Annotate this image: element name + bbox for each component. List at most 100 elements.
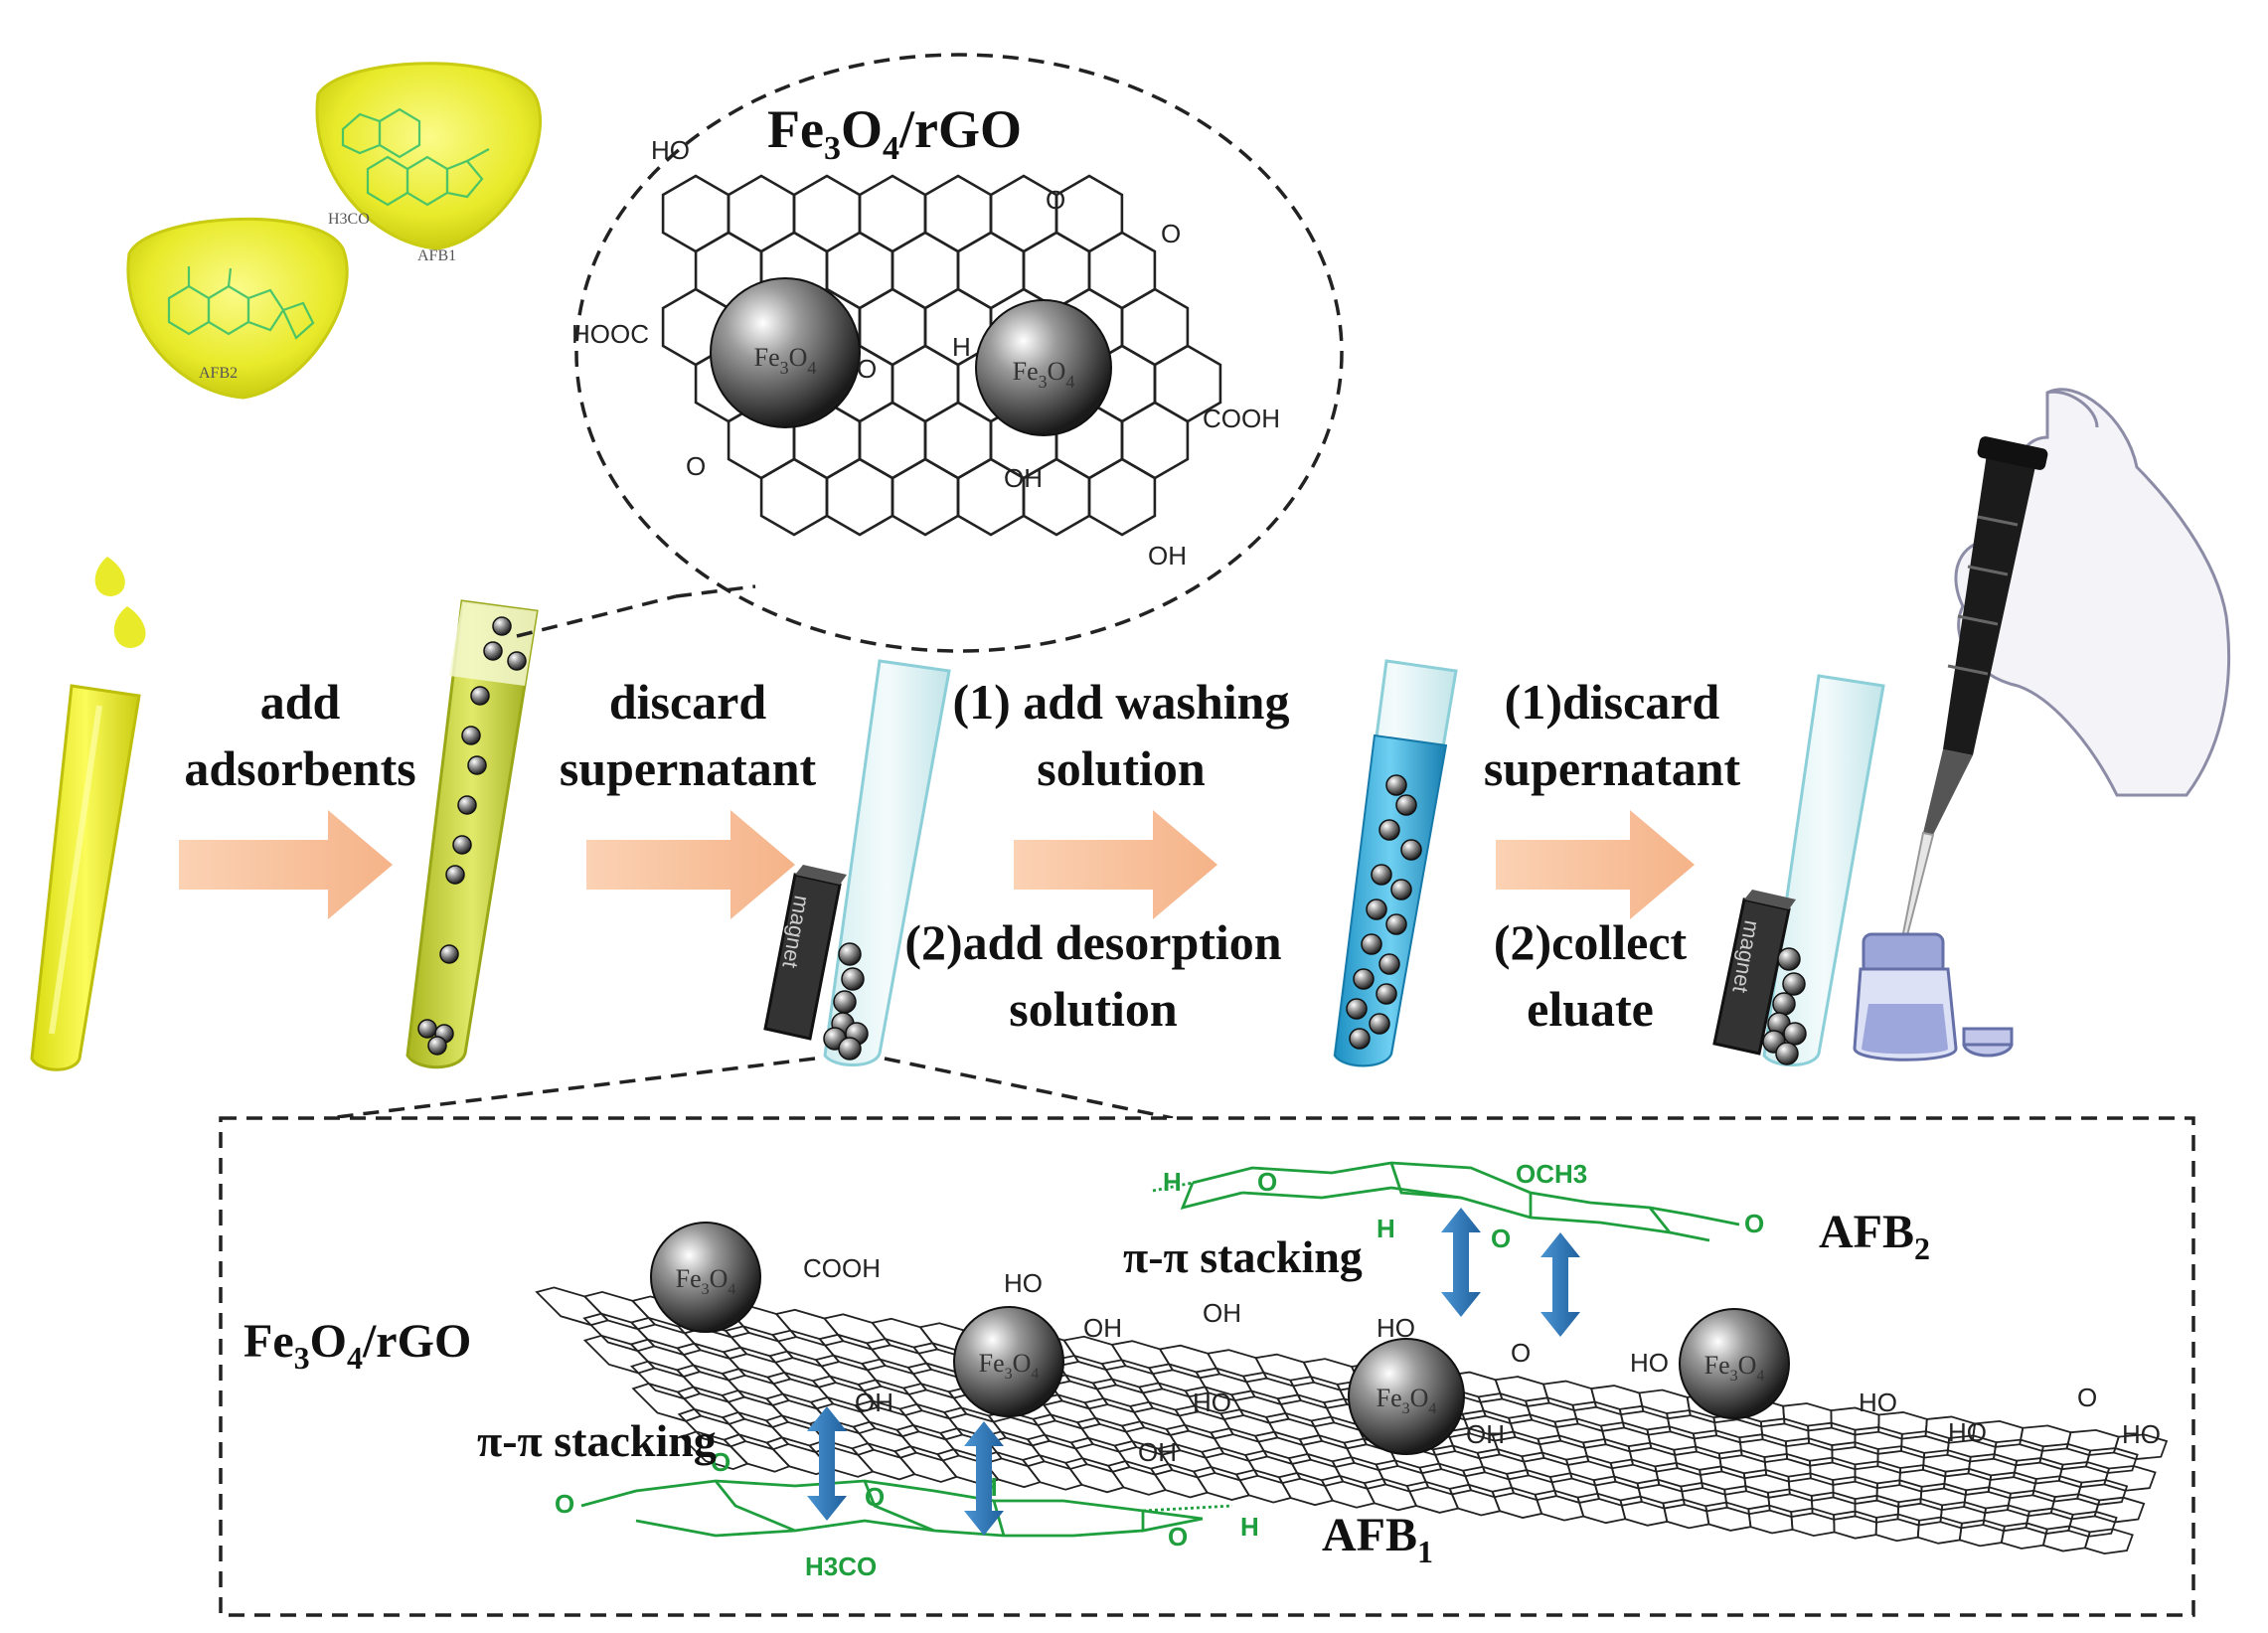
arrow-wash-desorb: [1014, 810, 1217, 919]
tube4-np-5: [1390, 879, 1412, 900]
label-o-ketone-right: O: [1161, 219, 1181, 248]
tube4-np-3: [1400, 839, 1422, 861]
sheet-cooh: COOH: [803, 1253, 881, 1283]
afb2-o-1: O: [1257, 1167, 1277, 1197]
sheet-ho-2: HO: [1377, 1313, 1415, 1343]
step4-line1: (1)discard: [1505, 674, 1720, 730]
sheet-ring-6-33: [2083, 1528, 2134, 1555]
tube4-np-14: [1349, 1028, 1371, 1050]
step2-line1: discard: [609, 674, 767, 730]
sheet-ho-3: HO: [1193, 1388, 1231, 1417]
afb2-o-3: O: [1744, 1209, 1764, 1238]
tube2-np-4: [461, 726, 481, 745]
afb1-drop-label: AFB1: [417, 247, 456, 264]
label-o-ketone-left: O: [686, 451, 706, 481]
tube4-np-13: [1369, 1013, 1390, 1035]
tube2-np-5: [467, 755, 487, 775]
afb2-label: AFB2: [1819, 1206, 1930, 1266]
magnet-1: magnet: [763, 865, 847, 1041]
sheet-oh-4: OH: [1138, 1437, 1177, 1467]
step3-line3: (2)add desorption: [904, 914, 1281, 970]
label-ho-top: HO: [651, 135, 690, 165]
afb2-h-2: H: [1377, 1214, 1395, 1243]
afb1-molecule: [580, 1479, 1233, 1538]
callout-np-left: Fe3O4: [710, 277, 861, 428]
sheet-oh-2: OH: [1203, 1298, 1241, 1328]
sheet-ho-5: HO: [1859, 1388, 1897, 1417]
sheet-ring-0-33: [2112, 1433, 2169, 1460]
pipette-icon: [1900, 436, 2048, 941]
tube5-nanoparticles: [1762, 947, 1807, 1065]
label-oh-mid: OH: [1004, 463, 1043, 493]
afb2-drop: AFB2: [126, 217, 349, 400]
sheet-ho-6: HO: [1948, 1417, 1987, 1447]
sheet-ho-4: HO: [1630, 1348, 1669, 1378]
callout-np-left-label: Fe3O4: [754, 343, 817, 378]
bottom-panel: [219, 1057, 2195, 1617]
tube4-np-7: [1385, 913, 1407, 935]
step4-line4: eluate: [1527, 981, 1654, 1037]
sample-tube: [30, 684, 141, 1071]
afb1-o-2: O: [711, 1447, 730, 1477]
tube2-nanoparticles: [417, 616, 527, 1056]
stacking-label-bottom: π-π stacking: [477, 1415, 717, 1466]
sheet-o-1: O: [2077, 1383, 2097, 1412]
sheet-np-2-label: Fe3O4: [979, 1349, 1040, 1383]
step1-line2: adsorbents: [184, 740, 415, 796]
sheet-np-2: Fe3O4: [953, 1306, 1064, 1417]
arrow-discard-supernatant: [586, 810, 795, 919]
sheet-ho-7: HO: [2122, 1419, 2161, 1449]
tube5-np-2: [1772, 992, 1796, 1016]
sheet-ring-4-33: [2093, 1496, 2146, 1524]
tube2-np-10: [417, 1019, 437, 1039]
sheet-ho-1: HO: [1004, 1268, 1043, 1298]
step4-line2: supernatant: [1484, 740, 1741, 796]
label-o-ring: O: [1046, 185, 1065, 215]
tube5-np-0: [1777, 947, 1801, 971]
tube4-np-0: [1385, 774, 1407, 796]
sheet-np-3: Fe3O4: [1348, 1338, 1465, 1455]
afb1-h3co: H3CO: [805, 1551, 877, 1581]
stacking-arrow-bottom-1: [807, 1406, 847, 1521]
afb1-o-3: O: [865, 1482, 885, 1512]
collection-vial-icon: [1853, 932, 2014, 1061]
tube2-np-6: [457, 795, 477, 815]
tube3-np-0: [838, 942, 862, 966]
tube2-np-1: [483, 641, 503, 661]
sheet-ring-1-32: [2084, 1447, 2139, 1474]
step4-line3: (2)collect: [1494, 914, 1688, 970]
tube2-np-9: [439, 944, 459, 964]
step3-line2: solution: [1037, 740, 1206, 796]
stacking-arrow-bottom-2: [964, 1421, 1004, 1536]
label-oh-low: OH: [1148, 541, 1187, 571]
tube2-np-2: [507, 651, 527, 671]
tube4-np-10: [1353, 968, 1375, 990]
label-o-ring2: O: [857, 354, 877, 384]
stacking-label-top: π-π stacking: [1123, 1231, 1363, 1282]
arrow-collect-eluate: [1496, 810, 1695, 919]
afb2-o-2: O: [1491, 1224, 1511, 1253]
callout-np-right-label: Fe3O4: [1013, 357, 1075, 392]
tube2-np-12: [427, 1036, 447, 1056]
callout-np-right: Fe3O4: [975, 299, 1112, 436]
sheet-ring-2-33: [2103, 1465, 2157, 1492]
tube5-np-6: [1775, 1042, 1799, 1065]
sheet-ring-3-32: [2075, 1479, 2129, 1506]
afb1-label: AFB1: [1322, 1509, 1433, 1569]
tube4-np-11: [1376, 983, 1397, 1005]
step3-line4: solution: [1009, 981, 1178, 1037]
afb1-drop-h3co: H3CO: [328, 211, 370, 228]
tube2-np-3: [470, 686, 490, 706]
sheet-np-1-label: Fe3O4: [676, 1264, 736, 1298]
tube5-np-1: [1782, 972, 1806, 996]
sheet-oh-1: OH: [1083, 1313, 1122, 1343]
arrow-add-adsorbents: [179, 810, 393, 919]
step3-line1: (1) add washing: [953, 674, 1290, 730]
tube3-np-1: [841, 967, 865, 991]
tube3-np-6: [838, 1037, 862, 1061]
afb2-structure-icon: [167, 266, 315, 340]
stacking-arrow-top-2: [1540, 1232, 1580, 1337]
stacking-arrow-top-1: [1441, 1208, 1481, 1317]
afb2-drop-label: AFB2: [199, 365, 238, 382]
